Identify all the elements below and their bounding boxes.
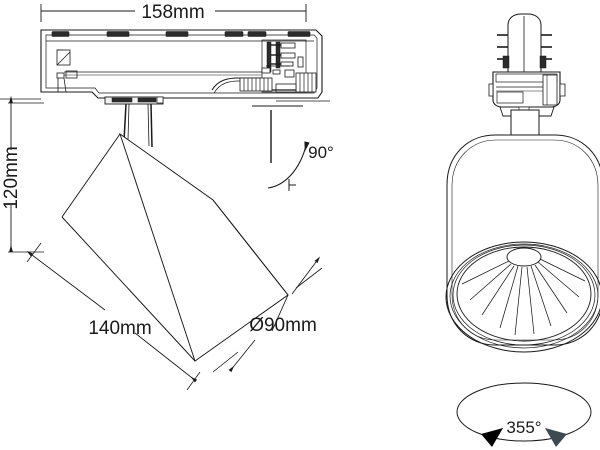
- dim-line-d90-b: [228, 339, 256, 373]
- ext-line-140-start: [26, 242, 42, 263]
- stem-base-slot-right: [137, 97, 157, 103]
- track-adapter-side-view: [0, 29, 330, 102]
- label-rotation-angle: 355°: [506, 418, 541, 437]
- reflector-front-view: [445, 241, 600, 353]
- body-rear-edge-bottom: [61, 216, 196, 362]
- arrow-left-icon: [481, 428, 503, 447]
- label-height: 120mm: [1, 146, 22, 209]
- ext-line-140-end: [186, 371, 201, 391]
- tilt-arc-icon: [267, 141, 310, 189]
- adapter-contact-mechanism: [261, 39, 307, 93]
- tilt-tick-mark: [288, 179, 296, 191]
- adapter-side-tab-left: [488, 83, 494, 97]
- stem-base-tab: [156, 96, 164, 104]
- label-body-length: 140mm: [88, 318, 151, 339]
- adapter-fin: [507, 13, 542, 76]
- reflector-rim-outer: [445, 241, 600, 353]
- reflector-rim-ring-3: [452, 244, 596, 346]
- stem-leg-left: [123, 103, 127, 142]
- dimension-90mm-diameter: [212, 256, 323, 373]
- label-overall-length: 158mm: [141, 2, 204, 23]
- ext-line-d90-end: [212, 351, 239, 373]
- dimension-120mm: [8, 95, 44, 253]
- stem-leg-right: [150, 103, 153, 148]
- adapter-pin-block-right: [539, 55, 547, 69]
- adapter-inner-shell: [45, 34, 318, 94]
- mounting-stem-side-view: [104, 96, 164, 148]
- label-body-diameter: Ø90mm: [249, 315, 317, 336]
- adapter-side-tab-right: [559, 83, 566, 97]
- stem-leg-left-inner: [127, 103, 130, 141]
- adapter-housing-left-box: [496, 91, 524, 104]
- stem-leg-right-inner: [147, 103, 150, 147]
- body-rear-edge-top: [61, 133, 121, 218]
- spotlight-body-front-view: [446, 134, 600, 346]
- track-adapter-front-view: [488, 13, 566, 117]
- dimension-140mm: [26, 242, 201, 391]
- body-front-rim: [212, 199, 289, 296]
- reflector-rim-inner: [456, 246, 592, 342]
- dim-line-d90-a: [291, 256, 321, 295]
- rotation-ellipse-icon: [456, 382, 592, 442]
- body-cylinder-front: [446, 134, 600, 346]
- reflector-facets: [461, 258, 586, 336]
- dim-line-140-a: [26, 250, 106, 311]
- adapter-connector-detail: [211, 72, 317, 94]
- adapter-left-tabs: [56, 70, 78, 93]
- label-tilt-angle: 90°: [308, 143, 334, 162]
- reflector-center-aperture: [506, 247, 542, 267]
- rotation-annotation: [456, 382, 592, 447]
- arrow-right-icon: [545, 428, 567, 447]
- stem-base-slot-left: [111, 97, 133, 103]
- adapter-clip-slots: [51, 31, 311, 37]
- adapter-pin-block-left: [502, 55, 510, 69]
- adapter-left-detail: [56, 49, 71, 66]
- dim-line-140-b: [134, 332, 198, 383]
- reflector-rim-ring-2: [449, 243, 599, 349]
- adapter-housing-right-box: [542, 74, 558, 106]
- spotlight-body-side-view: [61, 132, 289, 362]
- tilt-angle-annotation: [252, 105, 310, 191]
- body-front-corner: [271, 294, 289, 332]
- dimension-158mm: [40, 4, 307, 22]
- ext-line-d90-start: [295, 267, 323, 289]
